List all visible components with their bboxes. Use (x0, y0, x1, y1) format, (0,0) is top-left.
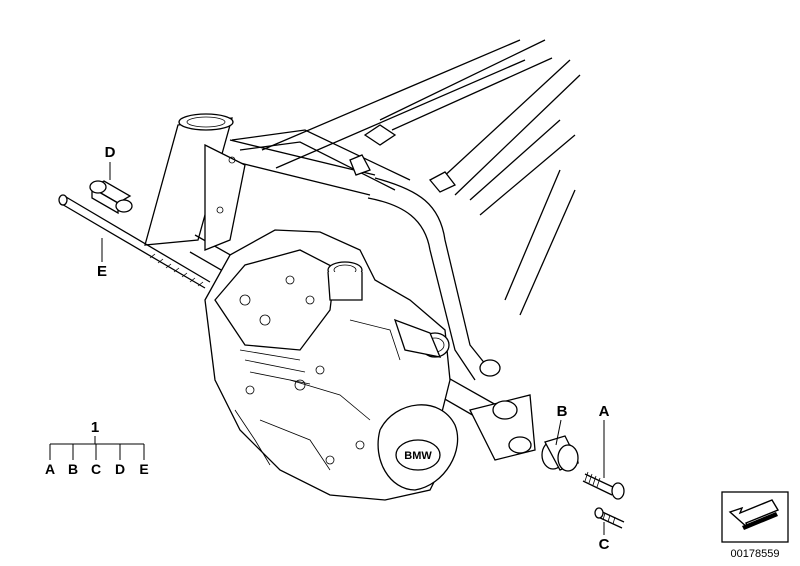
engine-badge: BMW (404, 450, 432, 462)
callout-d: D (105, 144, 116, 161)
kit-number: 1 (91, 419, 99, 436)
callout-c: C (599, 536, 610, 553)
engine (204, 229, 459, 501)
part-e-threaded-rod (58, 194, 211, 289)
kit-item-d: D (115, 461, 125, 477)
kit-legend: 1 A B C D E (45, 419, 149, 477)
part-a-bolt (582, 471, 625, 500)
callout-a: A (599, 403, 610, 420)
leader-b (555, 419, 562, 446)
part-d-sleeve (89, 180, 133, 215)
callout-e: E (97, 263, 107, 280)
diagram-reference: 00178559 (721, 491, 789, 560)
diagram-number: 00178559 (731, 548, 780, 560)
kit-item-b: B (68, 461, 78, 477)
callout-b: B (557, 403, 568, 420)
kit-item-e: E (139, 461, 148, 477)
part-b-spacer (541, 435, 579, 472)
kit-item-a: A (45, 461, 55, 477)
arrow-icon (728, 499, 780, 530)
kit-item-c: C (91, 461, 101, 477)
part-c-stud (594, 507, 625, 529)
